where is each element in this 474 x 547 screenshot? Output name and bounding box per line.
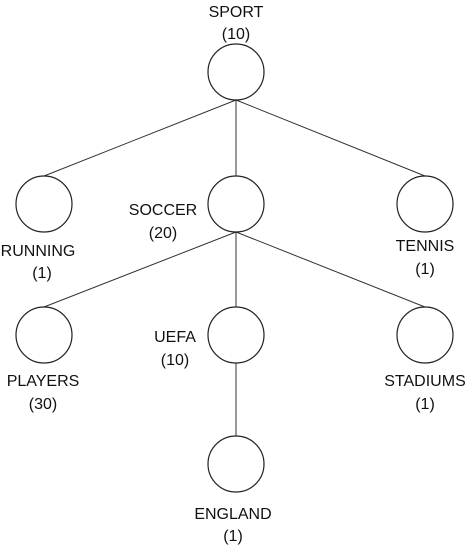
label-players-count: (30) [29,396,57,413]
edge-sport-tennis [235,99,426,177]
edge-sport-running [43,99,237,177]
edge-soccer-players [43,231,237,308]
label-stadiums-name: STADIUMS [384,373,465,390]
label-players-name: PLAYERS [7,373,80,390]
label-tennis-name: TENNIS [396,238,455,255]
edge-soccer-stadiums [235,231,426,308]
node-players [15,306,73,364]
node-circle [15,175,73,233]
node-tennis [396,175,454,233]
label-running-name: RUNNING [1,243,76,260]
node-sport [207,43,265,101]
node-soccer [207,175,265,233]
label-uefa-count: (10) [161,352,189,369]
node-running [15,175,73,233]
label-sport-name: SPORT [209,4,264,21]
node-uefa [207,306,265,364]
label-uefa-name: UEFA [154,329,196,346]
label-soccer-name: SOCCER [129,202,197,219]
node-circle [396,306,454,364]
label-england-count: (1) [223,528,243,545]
label-running-count: (1) [32,265,52,282]
node-england [207,435,265,493]
node-circle [207,435,265,493]
label-soccer-count: (20) [149,225,177,242]
label-stadiums-count: (1) [415,396,435,413]
label-sport-count: (10) [222,26,250,43]
node-circle [207,175,265,233]
node-stadiums [396,306,454,364]
node-circle [396,175,454,233]
node-circle [207,43,265,101]
node-circle [207,306,265,364]
label-tennis-count: (1) [415,261,435,278]
node-circle [15,306,73,364]
label-england-name: ENGLAND [194,506,271,523]
edges [43,99,426,436]
